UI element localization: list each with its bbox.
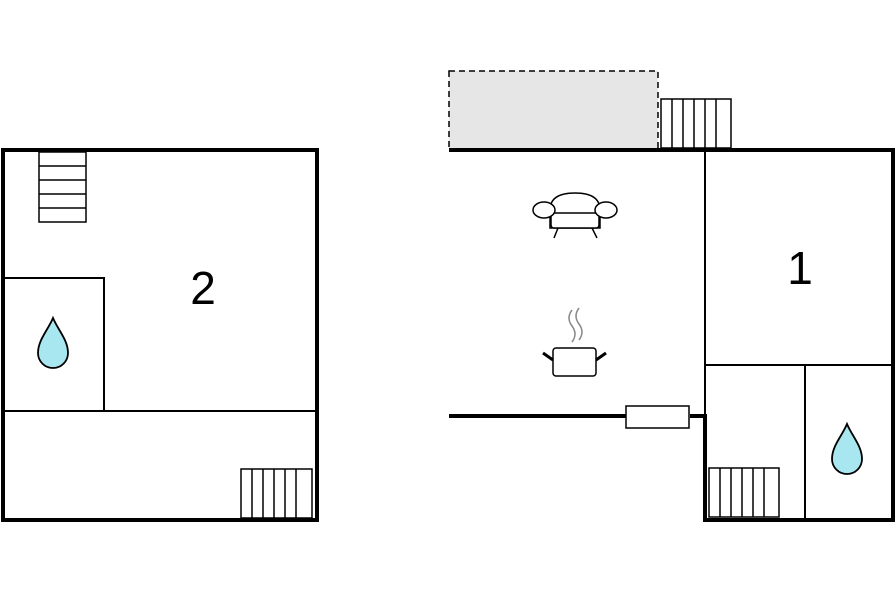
water-drop-icon (37, 315, 69, 369)
room-number-label: 1 (787, 242, 813, 294)
floor-right: 1 (448, 70, 895, 522)
stairs-icon (240, 468, 313, 519)
stairs-icon (660, 98, 732, 149)
floor-left: 2 (1, 148, 319, 522)
floor-left-bathroom-wall (3, 277, 105, 411)
terrace-area (448, 70, 659, 151)
window-icon (625, 405, 690, 429)
stairs-icon (708, 467, 780, 518)
room-number-label: 2 (190, 262, 216, 314)
cooking-pot-icon (542, 307, 607, 377)
water-drop-icon (831, 421, 863, 475)
sofa-icon (532, 192, 618, 239)
floor-right-outer-wall (449, 148, 895, 522)
floor-left-outer-wall (1, 148, 319, 522)
stairs-icon (38, 151, 87, 223)
